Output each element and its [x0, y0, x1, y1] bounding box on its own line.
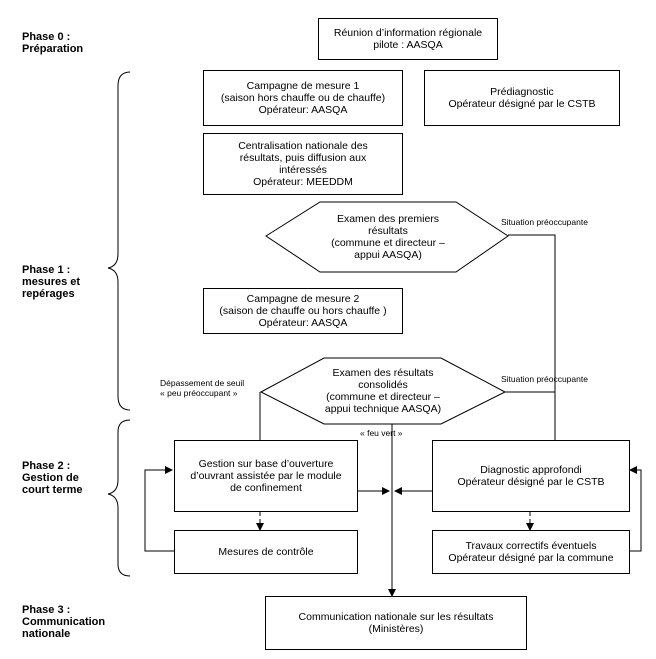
phase-2-label: Phase 2 : Gestion de court terme	[22, 460, 83, 496]
depassement-line-1: Dépassement de seuil	[160, 378, 245, 388]
situation-label-2: Situation préoccupante	[501, 374, 588, 384]
examen-1-line-3: (commune et directeur –	[331, 237, 445, 249]
phase1-brace	[107, 71, 131, 411]
centralisation-line-1: Centralisation nationale des	[238, 140, 368, 152]
campagne-1-box: Campagne de mesure 1 (saison hors chauff…	[203, 70, 403, 126]
prediagnostic-line-1: Prédiagnostic	[490, 86, 554, 98]
phase-0-line-1: Phase 0 :	[22, 31, 71, 43]
centralisation-line-4: Opérateur: MEEDDM	[253, 176, 353, 188]
diagnostic-box: Diagnostic approfondi Opérateur désigné …	[432, 440, 630, 512]
gestion-line-2: d’ouvrant assistée par le module	[190, 470, 342, 482]
loop-left	[144, 466, 174, 552]
campagne-1-line-2: (saison hors chauffe ou de chauffe)	[220, 92, 386, 104]
mesures-line-1: Mesures de contrôle	[218, 546, 314, 558]
reunion-line-2: pilote : AASQA	[373, 39, 443, 51]
depassement-line-2: « peu préoccupant »	[160, 388, 238, 398]
communication-line-2: (Ministères)	[368, 623, 424, 635]
reunion-line-1: Réunion d’information régionale	[333, 27, 483, 39]
examen-2-line-4: appui technique AASQA)	[324, 403, 442, 415]
phase-3-line-3: nationale	[22, 628, 71, 640]
phase2-brace	[107, 419, 131, 577]
phase-1-label: Phase 1 : mesures et repérages	[22, 264, 80, 300]
phase-0-line-2: Préparation	[22, 43, 84, 55]
examen1-diamond	[265, 201, 509, 273]
examen-2-text: Examen des résultats consolidés (commune…	[292, 364, 474, 418]
phase-2-line-1: Phase 2 :	[22, 460, 71, 472]
phase-3-line-2: Communication	[22, 616, 106, 628]
arrow-situation-1	[508, 234, 559, 466]
gestion-line-3: de confinement	[230, 482, 302, 494]
campagne-2-line-1: Campagne de mesure 2	[246, 293, 360, 305]
campagne-1-line-1: Campagne de mesure 1	[246, 80, 360, 92]
travaux-line-1: Travaux correctifs éventuels	[465, 540, 597, 552]
campagne-2-box: Campagne de mesure 2 (saison de chauffe …	[203, 288, 403, 334]
communication-box: Communication nationale sur les résultat…	[265, 596, 527, 650]
phase-1-line-1: Phase 1 :	[22, 264, 71, 276]
centralisation-line-3: intéressés	[279, 164, 327, 176]
examen-1-line-1: Examen des premiers	[336, 213, 440, 225]
phase-3-label: Phase 3 : Communication nationale	[22, 604, 105, 640]
prediagnostic-line-2: Opérateur désigné par le CSTB	[448, 98, 596, 110]
phase-1-line-3: repérages	[22, 288, 75, 300]
centralisation-box: Centralisation nationale des résultats, …	[203, 133, 403, 195]
examen2-diamond	[259, 357, 507, 425]
loop-right	[626, 466, 642, 552]
diagnostic-line-2: Opérateur désigné par le CSTB	[457, 476, 605, 488]
examen-1-text: Examen des premiers résultats (commune e…	[300, 210, 476, 264]
depassement-label: Dépassement de seuil « peu préoccupant »	[160, 378, 244, 398]
travaux-box: Travaux correctifs éventuels Opérateur d…	[432, 530, 630, 574]
phase-0-label: Phase 0 : Préparation	[22, 31, 83, 55]
examen-2-line-1: Examen des résultats	[332, 367, 434, 379]
gestion-line-1: Gestion sur base d’ouverture	[198, 458, 334, 470]
feu-vert-label: « feu vert »	[360, 428, 403, 438]
examen-1-line-2: résultats	[368, 225, 408, 237]
campagne-2-line-3: Opérateur: AASQA	[258, 317, 348, 329]
examen-2-line-2: consolidés	[358, 379, 408, 391]
prediagnostic-box: Prédiagnostic Opérateur désigné par le C…	[424, 70, 620, 126]
diagnostic-line-1: Diagnostic approfondi	[480, 464, 582, 476]
gestion-box: Gestion sur base d’ouverture d’ouvrant a…	[174, 440, 358, 512]
situation-label-1: Situation préoccupante	[501, 217, 588, 227]
examen-2-line-3: (commune et directeur –	[326, 391, 440, 403]
phase-2-line-2: Gestion de	[22, 472, 79, 484]
phase-3-line-1: Phase 3 :	[22, 604, 71, 616]
phase-1-line-2: mesures et	[22, 276, 81, 288]
reunion-box: Réunion d’information régionale pilote :…	[318, 18, 498, 60]
campagne-1-line-3: Opérateur: AASQA	[258, 104, 348, 116]
phase-2-line-3: court terme	[22, 484, 83, 496]
communication-line-1: Communication nationale sur les résultat…	[298, 611, 494, 623]
travaux-line-2: Opérateur désigné par la commune	[448, 552, 614, 564]
mesures-box: Mesures de contrôle	[174, 530, 358, 574]
examen-1-line-4: appui AASQA)	[354, 249, 422, 261]
campagne-2-line-2: (saison de chauffe ou hors chauffe )	[219, 305, 387, 317]
centralisation-line-2: résultats, puis diffusion aux	[239, 152, 367, 164]
